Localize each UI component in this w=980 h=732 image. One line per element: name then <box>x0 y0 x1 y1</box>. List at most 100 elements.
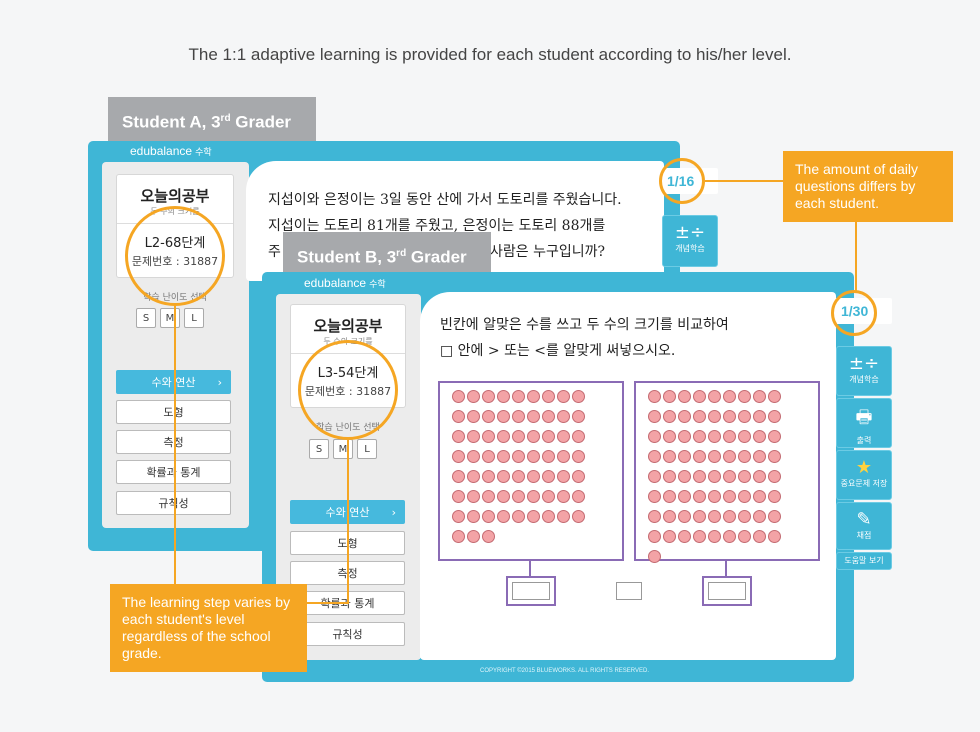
star-icon: ★ <box>855 457 873 478</box>
side-label: 중요문제 저장 <box>840 479 888 488</box>
counting-dot <box>512 390 525 403</box>
counting-dot <box>768 470 781 483</box>
counting-dot <box>557 410 570 423</box>
student-b-size-buttons: S M L <box>309 439 377 459</box>
side-label: 개념학습 <box>849 375 879 384</box>
size-s-button[interactable]: S <box>136 308 156 328</box>
grade-button[interactable]: ✎ 채점 <box>836 502 892 550</box>
right-dot-grid <box>648 390 782 563</box>
counting-dot <box>723 510 736 523</box>
counting-dot <box>482 390 495 403</box>
grading-icon: ✎ <box>856 509 872 530</box>
menu-stats[interactable]: 확률과 통계 <box>116 460 231 484</box>
student-a-tag-tail: Grader <box>230 112 292 132</box>
math-ops-icon: ±÷ <box>674 222 706 243</box>
counting-dot <box>753 490 766 503</box>
right-answer-input[interactable] <box>708 582 746 600</box>
menu-numbers[interactable]: 수와 연산› <box>116 370 231 394</box>
counting-dot <box>708 530 721 543</box>
counting-dot <box>648 390 661 403</box>
counting-dot <box>723 410 736 423</box>
connector-line <box>705 180 785 182</box>
counting-dot <box>648 490 661 503</box>
counting-dot <box>738 390 751 403</box>
counting-dot <box>738 450 751 463</box>
question-line: 빈칸에 알맞은 수를 쓰고 두 수의 크기를 비교하여 <box>440 317 729 333</box>
counting-dot <box>482 410 495 423</box>
counting-dot <box>527 450 540 463</box>
counting-dot <box>723 470 736 483</box>
counting-dot <box>663 530 676 543</box>
counting-dot <box>708 410 721 423</box>
counting-dot <box>467 390 480 403</box>
copyright: COPYRIGHT ©2015 BLUEWORKS. ALL RIGHTS RE… <box>480 668 650 674</box>
counting-dot <box>738 530 751 543</box>
counting-dot <box>557 490 570 503</box>
chevron-right-icon: › <box>391 505 396 519</box>
connector-line <box>347 440 349 603</box>
menu-shapes[interactable]: 도형 <box>116 400 231 424</box>
left-answer-input[interactable] <box>512 582 550 600</box>
counting-dot <box>497 470 510 483</box>
size-m-button[interactable]: M <box>160 308 180 328</box>
counting-dot <box>648 530 661 543</box>
counting-dot <box>572 450 585 463</box>
brand-sub: 수학 <box>369 279 386 289</box>
size-l-button[interactable]: L <box>184 308 204 328</box>
menu-measure[interactable]: 측정 <box>116 430 231 454</box>
counting-dot <box>482 490 495 503</box>
print-button[interactable]: 🖶 출력 <box>836 398 892 448</box>
counting-dot <box>753 470 766 483</box>
concept-button[interactable]: ±÷ 개념학습 <box>662 215 718 267</box>
counting-dot <box>527 510 540 523</box>
counting-dot <box>768 530 781 543</box>
concept-button[interactable]: ±÷ 개념학습 <box>836 346 892 396</box>
counting-dot <box>452 430 465 443</box>
student-a-size-buttons: S M L <box>136 308 204 328</box>
menu-patterns[interactable]: 규칙성 <box>116 491 231 515</box>
counting-dot <box>693 490 706 503</box>
counting-dot <box>512 450 525 463</box>
menu-patterns[interactable]: 규칙성 <box>290 622 405 646</box>
counting-dot <box>663 430 676 443</box>
brand-name: edubalance <box>130 144 193 158</box>
counting-dot <box>452 490 465 503</box>
help-button[interactable]: 도움말 보기 <box>836 552 892 570</box>
counting-dot <box>768 490 781 503</box>
counting-dot <box>753 390 766 403</box>
today-title: 오늘의공부 <box>140 187 210 205</box>
counting-dot <box>542 450 555 463</box>
counting-dot <box>708 470 721 483</box>
student-a-question: 지섭이와 은정이는 3일 동안 산에 가서 도토리를 주웠습니다. 지섭이는 도… <box>268 187 622 265</box>
counting-dot <box>723 430 736 443</box>
math-ops-icon: ±÷ <box>848 353 880 374</box>
counting-dot <box>512 510 525 523</box>
brand-name: edubalance <box>304 276 367 290</box>
counting-dot <box>482 430 495 443</box>
counting-dot <box>648 410 661 423</box>
save-important-button[interactable]: ★ 중요문제 저장 <box>836 450 892 500</box>
counting-dot <box>572 510 585 523</box>
counting-dot <box>678 470 691 483</box>
counting-dot <box>738 410 751 423</box>
student-b-tag-sup: rd <box>396 248 407 259</box>
size-s-button[interactable]: S <box>309 439 329 459</box>
counting-dot <box>738 510 751 523</box>
counting-dot <box>482 530 495 543</box>
counting-dot <box>572 390 585 403</box>
counting-dot <box>693 470 706 483</box>
counting-dot <box>557 390 570 403</box>
side-label: 채점 <box>856 531 872 540</box>
counting-dot <box>738 490 751 503</box>
compare-input[interactable] <box>616 582 642 600</box>
today-title: 오늘의공부 <box>313 317 383 335</box>
side-label: 출력 <box>856 436 872 445</box>
highlight-circle-b-counter <box>831 290 877 336</box>
counting-dot <box>678 490 691 503</box>
highlight-circle-a-step <box>125 206 225 306</box>
counting-dot <box>708 390 721 403</box>
headline: The 1:1 adaptive learning is provided fo… <box>188 45 792 64</box>
size-l-button[interactable]: L <box>357 439 377 459</box>
size-m-button[interactable]: M <box>333 439 353 459</box>
counting-dot <box>723 450 736 463</box>
